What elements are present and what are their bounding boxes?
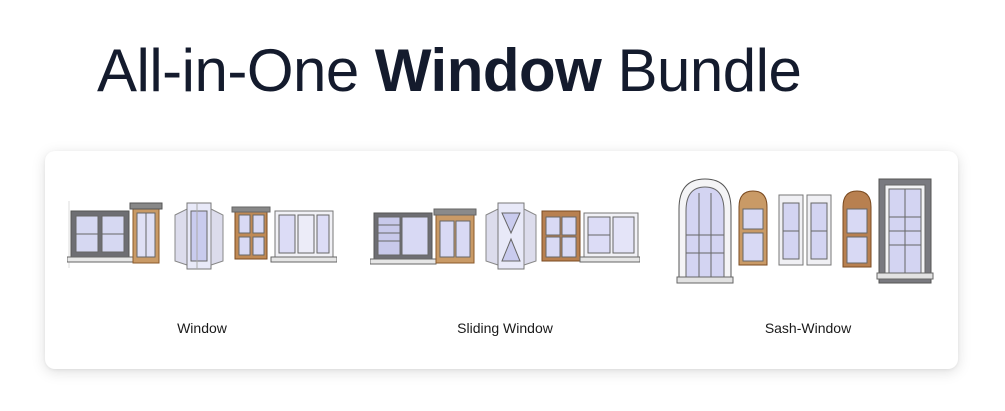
bundle-item-sash-window[interactable]: Sash-Window [673, 173, 943, 363]
bundle-item-sliding-window[interactable]: Sliding Window [370, 173, 640, 363]
sash-window-illustration [676, 178, 934, 284]
window-illustration [67, 201, 337, 270]
bundle-item-caption: Window [177, 320, 227, 336]
title-suffix: Bundle [601, 37, 802, 104]
bundle-card: Window [45, 151, 958, 369]
bundle-item-caption: Sash-Window [764, 320, 852, 336]
sliding-window-illustration [370, 202, 640, 270]
page-title: All-in-One Window Bundle [97, 36, 802, 106]
title-emphasis: Window [374, 37, 602, 104]
title-prefix: All-in-One [97, 37, 375, 104]
bundle-item-window[interactable]: Window [67, 173, 337, 363]
bundle-item-caption: Sliding Window [457, 320, 553, 336]
